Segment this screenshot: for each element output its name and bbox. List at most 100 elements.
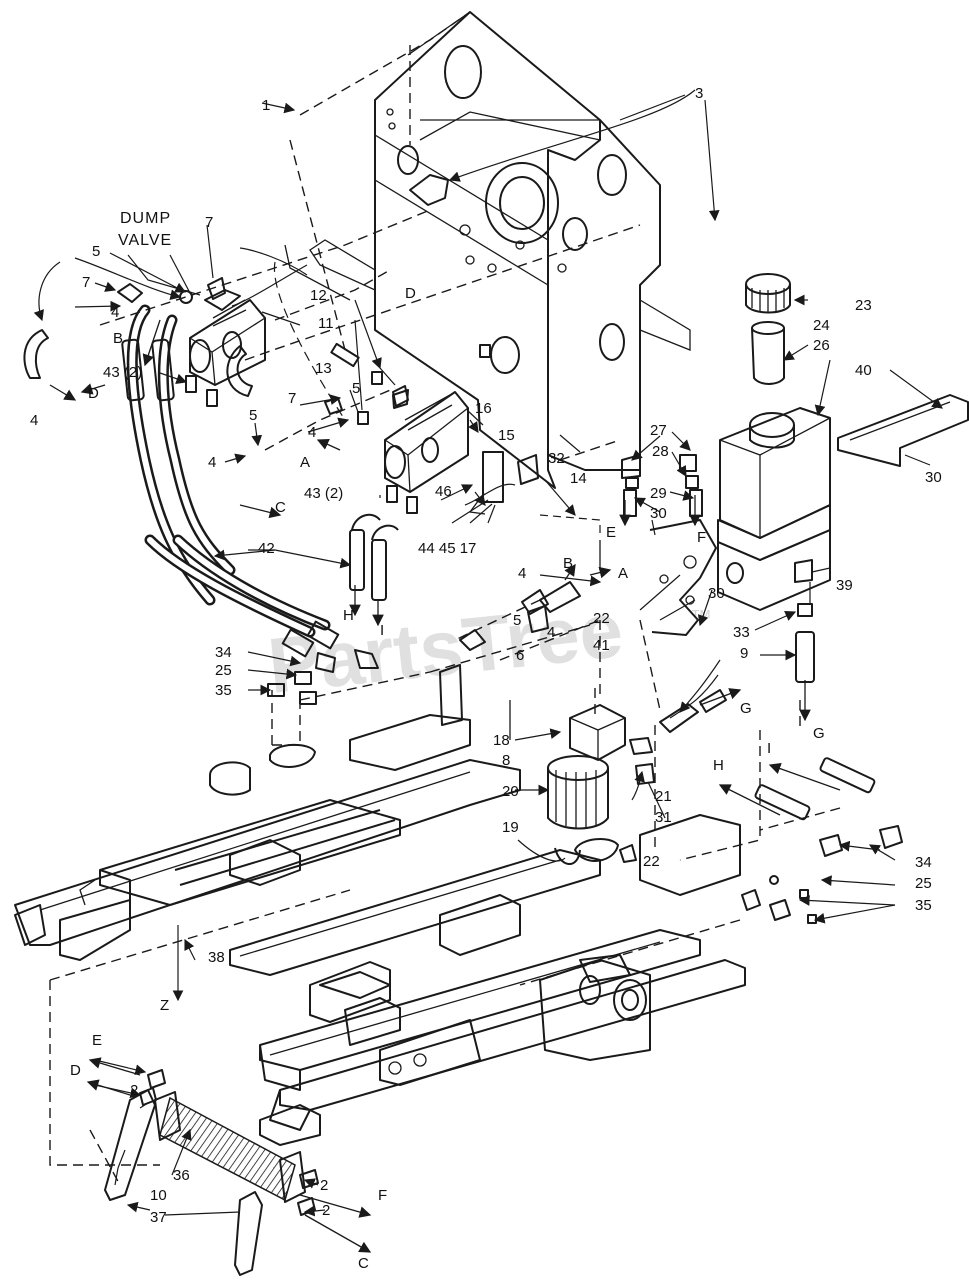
callout-9: 9 [740,645,748,662]
callout-e-upper: E [606,524,616,541]
callout-6: 6 [516,647,524,664]
callout-f-lower: F [378,1187,387,1204]
callout-15: 15 [498,427,515,444]
tank-cap [745,273,791,314]
oil-filter-20 [547,755,609,830]
dump-valve-label-line2: VALVE [118,232,172,249]
callout-2-right-upper: 2 [320,1177,328,1194]
callout-38: 38 [208,949,225,966]
callout-42: 42 [258,540,275,557]
callout-2-right-lower: 2 [322,1202,330,1219]
callout-30-right: 30 [925,469,942,486]
filter-head-8 [569,704,626,761]
callout-19: 19 [502,819,519,836]
callout-28: 28 [652,443,669,460]
callout-14: 14 [570,470,587,487]
callout-24: 24 [813,317,830,334]
oil-cooler-36 [154,1091,306,1203]
dump-valve-label-line1: DUMP [120,210,171,227]
hoses-42 [121,304,399,705]
callout-13: 13 [315,360,332,377]
callout-12: 12 [310,287,327,304]
tank-filter-element [751,321,785,385]
hydraulic-oil-tank [717,407,831,683]
callout-7a: 7 [205,214,213,231]
callout-4e: 4 [518,565,526,582]
callout-30-lower: 30 [708,585,725,602]
callout-10: 10 [150,1187,167,1204]
callout-a-center: A [618,565,628,582]
callout-5b: 5 [352,380,360,397]
callout-11: 11 [318,315,334,332]
callout-39: 39 [836,577,853,594]
callout-23: 23 [855,297,872,314]
callout-z: Z [160,997,169,1014]
callout-g-lower: G [813,725,825,742]
callout-d-center: D [405,285,416,302]
callout-43-2-left: 43 (2) [103,364,142,381]
callout-4f: 4 [547,624,555,641]
callout-labels: 1 3 DUMP VALVE 7 5 7 4 B 43 (2) D 4 12 D… [30,85,942,1272]
callout-3: 3 [695,85,703,102]
callout-46: 46 [435,483,452,500]
callout-2-left: 2 [130,1082,138,1099]
callout-22-upper: 22 [593,610,610,627]
callout-b-center: B [563,555,573,572]
callout-5a: 5 [92,243,100,260]
callout-4c: 4 [308,424,316,441]
callout-34-left: 34 [215,644,232,661]
callout-43-2-center: 43 (2) [304,485,343,502]
hose-4-left [23,329,49,379]
main-chassis-frame [14,664,746,1146]
callout-g-upper: G [740,700,752,717]
callout-37: 37 [150,1209,167,1226]
callout-c-lower: C [358,1255,369,1272]
callout-21: 21 [655,788,672,805]
callout-18: 18 [493,732,510,749]
callout-22-lower: 22 [643,853,660,870]
callout-h-upper: H [343,607,354,624]
callout-5d: 5 [513,612,521,629]
callout-4b: 4 [30,412,38,429]
callout-31: 31 [655,809,672,826]
callout-35-right: 35 [915,897,932,914]
callout-20: 20 [502,783,519,800]
callout-4a: 4 [111,304,119,321]
callout-4d: 4 [208,454,216,471]
callout-34-right: 34 [915,854,932,871]
flow-arrow-heads [49,319,841,1253]
callout-7c: 7 [288,390,296,407]
callout-44-45-17: 44 45 17 [418,540,476,557]
callout-c-upper: C [275,499,286,516]
callout-16: 16 [475,400,492,417]
callout-40: 40 [855,362,872,379]
callout-32: 32 [548,450,565,467]
callout-25-right: 25 [915,875,932,892]
callout-7b: 7 [82,274,90,291]
callout-a-left: A [300,454,310,471]
callout-30-center: 30 [650,505,667,522]
engine-mount-plate [284,11,691,489]
dashed-route-lines [49,11,841,1186]
callout-h-right: H [713,757,724,774]
callout-29: 29 [650,485,667,502]
callout-i-right: I [767,740,771,757]
callout-d-lower: D [70,1062,81,1079]
fittings-21-31 [459,581,727,865]
callout-5c: 5 [249,407,257,424]
callout-d-left: D [88,385,99,402]
callout-i-upper: I [380,622,384,639]
callout-1: 1 [262,97,270,114]
callout-f-upper: F [697,529,706,546]
callout-36: 36 [173,1167,190,1184]
callout-35-left: 35 [215,682,232,699]
callout-e-lower: E [92,1032,102,1049]
callout-25-left: 25 [215,662,232,679]
callout-8: 8 [502,752,510,769]
callout-27: 27 [650,422,667,439]
hydraulic-pump-16 [384,389,469,493]
callout-41: 41 [593,637,610,654]
tank-bracket-40 [837,394,969,467]
watermark-text: PartsTree [264,585,627,710]
